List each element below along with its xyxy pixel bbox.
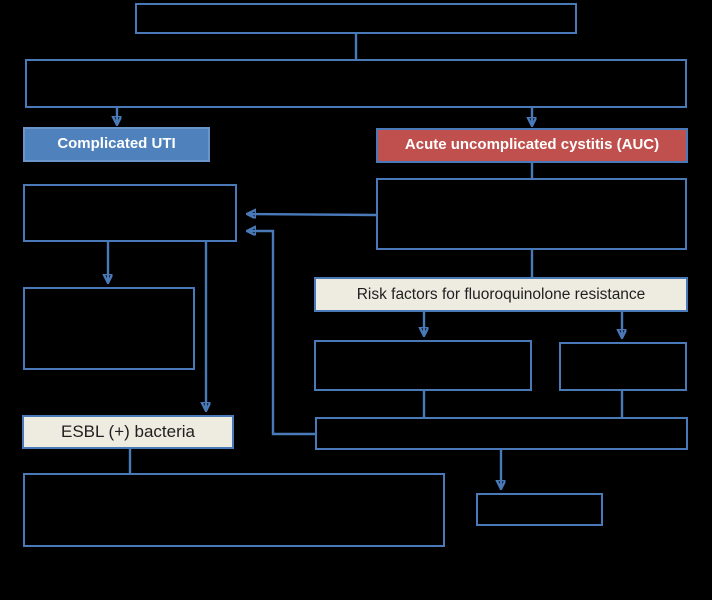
node-esbl-label: ESBL (+) bacteria: [60, 421, 196, 441]
node-auc: Acute uncomplicated cystitis (AUC): [376, 128, 688, 163]
node-risk-factors-label: Risk factors for fluoroquinolone resista…: [356, 285, 646, 303]
node-complicated-uti-label: Complicated UTI: [57, 135, 176, 153]
node-small-outcome: [476, 493, 603, 526]
node-top-1: [135, 3, 577, 34]
node-bottom-treatment: [23, 473, 445, 547]
node-option-left: [314, 340, 532, 391]
node-complicated-eval: [23, 184, 237, 242]
node-auc-assessment: [376, 178, 687, 250]
node-esbl: ESBL (+) bacteria: [22, 415, 234, 449]
node-complicated-uti: Complicated UTI: [23, 127, 210, 162]
node-top-2: [25, 59, 687, 108]
node-option-right: [559, 342, 687, 391]
node-wide-treatment: [315, 417, 688, 450]
edge-wide-treatment-to-complicated-eval: [248, 231, 315, 436]
node-risk-factors: Risk factors for fluoroquinolone resista…: [314, 277, 688, 312]
edge-assessment-to-complicated-eval: [248, 214, 377, 215]
node-auc-label: Acute uncomplicated cystitis (AUC): [404, 136, 660, 154]
node-complicated-option: [23, 287, 195, 370]
